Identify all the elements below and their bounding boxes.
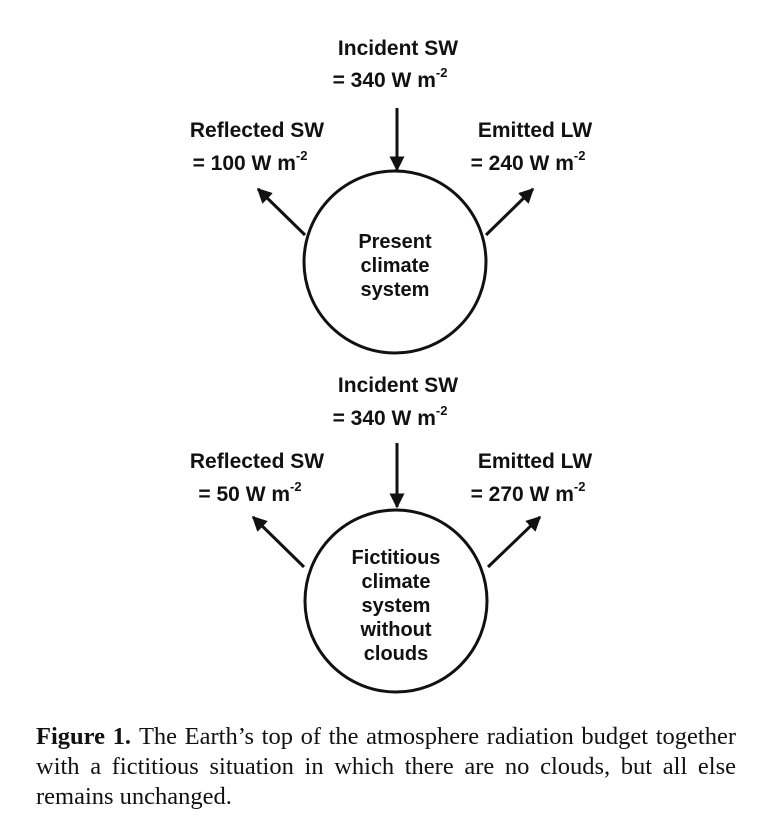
incident-sw-title: Incident SW [338,374,458,397]
caption-text: The Earth’s top of the atmosphere radiat… [36,723,736,810]
circle-label-line: Fictitious [352,547,441,569]
panel-fictitious-climate: Incident SW = 340 W m-2 Reflected SW = 5… [190,374,593,694]
figure-label: Figure 1. [36,723,131,750]
emitted-arrow [486,515,542,569]
emitted-lw-value: = 270 W m-2 [471,479,586,506]
present-climate-circle [302,169,488,355]
emitted-lw-value: = 240 W m-2 [471,148,586,175]
incident-sw-title: Incident SW [338,37,458,60]
emitted-lw-title: Emitted LW [478,119,593,142]
circle-label-line: system [361,279,430,301]
reflected-sw-value: = 50 W m-2 [198,479,301,506]
radiation-budget-diagram: Incident SW = 340 W m-2 Reflected SW = 1… [190,37,593,694]
reflected-sw-title: Reflected SW [190,119,324,142]
emitted-lw-title: Emitted LW [478,450,593,473]
reflected-sw-value: = 100 W m-2 [193,148,308,175]
circle-label-line: without [359,619,431,641]
circle-label-line: system [362,595,431,617]
incident-sw-value: = 340 W m-2 [333,403,448,430]
circle-label-line: clouds [364,643,428,665]
incident-sw-value: = 340 W m-2 [333,65,448,92]
circle-label-line: Present [358,231,432,253]
reflected-arrow [251,515,306,569]
circle-label-line: climate [362,571,431,593]
reflected-arrow [256,187,307,237]
emitted-arrow [484,187,535,237]
figure-caption: Figure 1.The Earth’s top of the atmosphe… [36,722,736,812]
circle-label-line: climate [361,255,430,277]
fictitious-climate-circle [303,508,489,694]
panel-present-climate: Incident SW = 340 W m-2 Reflected SW = 1… [190,37,593,355]
reflected-sw-title: Reflected SW [190,450,324,473]
